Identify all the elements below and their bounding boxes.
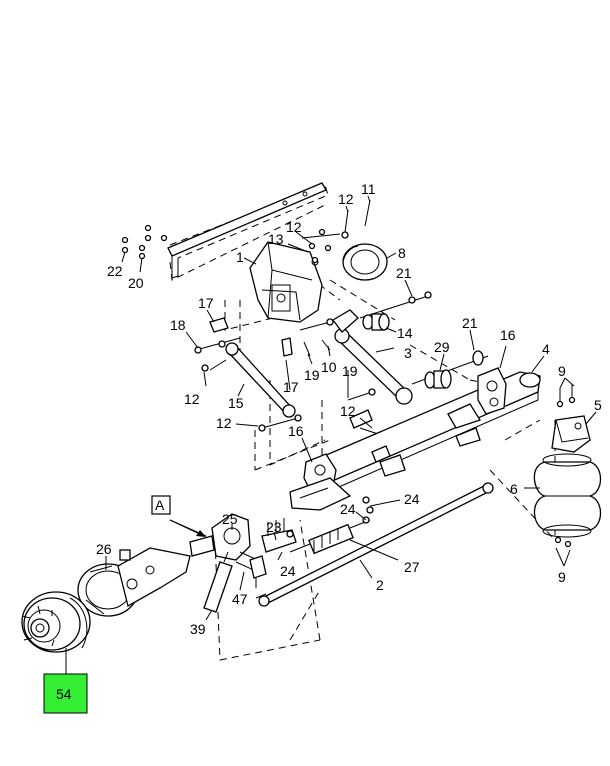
callout-47: 47 xyxy=(232,591,248,607)
view-a-arrow xyxy=(169,519,206,537)
svg-text:A: A xyxy=(155,497,165,513)
callout-9: 9 xyxy=(558,363,566,379)
frame-rail xyxy=(167,182,327,279)
bracket-17 xyxy=(209,317,293,357)
callout-4: 4 xyxy=(542,341,550,357)
callout-21: 21 xyxy=(396,265,412,281)
callout-12c: 12 xyxy=(184,391,200,407)
callout-labels: 11 12 13 1 8 22 20 21 17 18 14 10 19 3 1… xyxy=(96,181,602,637)
air-spring-upper xyxy=(342,243,397,281)
callout-14: 14 xyxy=(397,325,413,341)
callout-5: 5 xyxy=(594,397,602,413)
callout-20: 20 xyxy=(128,275,144,291)
hub-drum xyxy=(21,591,91,653)
callout-1: 1 xyxy=(236,249,244,265)
callout-23: 23 xyxy=(266,519,282,535)
tie-rod xyxy=(255,482,494,607)
callout-12: 12 xyxy=(338,191,354,207)
bolts-11-12-13 xyxy=(301,199,371,264)
callout-17: 17 xyxy=(198,295,214,311)
axle-hanger-right xyxy=(477,367,507,415)
leader-lines xyxy=(65,195,597,674)
callout-24c: 24 xyxy=(280,563,296,579)
callout-12b: 12 xyxy=(216,415,232,431)
shock-absorber xyxy=(203,551,233,613)
callout-9b: 9 xyxy=(558,569,566,585)
callout-21b: 21 xyxy=(462,315,478,331)
callout-29: 29 xyxy=(434,339,450,355)
torque-rod-lower xyxy=(201,342,296,418)
callout-54[interactable]: 54 xyxy=(56,686,72,702)
callout-17b: 17 xyxy=(283,379,299,395)
callout-6: 6 xyxy=(510,481,518,497)
axle-seat xyxy=(289,409,481,511)
callout-39: 39 xyxy=(190,621,206,637)
callout-12d: 12 xyxy=(340,403,356,419)
tie-rod-end-47 xyxy=(249,555,267,588)
bolt-21-upper xyxy=(359,291,432,319)
callout-3: 3 xyxy=(404,345,412,361)
bushing-29 xyxy=(411,350,489,389)
callout-19b: 19 xyxy=(342,363,358,379)
callout-13: 13 xyxy=(268,231,284,247)
bushing-14 xyxy=(362,313,390,331)
callout-8: 8 xyxy=(398,245,406,261)
callout-11: 11 xyxy=(361,181,376,197)
view-a-label: A xyxy=(151,495,171,515)
callout-22: 22 xyxy=(107,263,123,279)
callout-25: 25 xyxy=(222,511,238,527)
callout-27: 27 xyxy=(404,559,420,575)
bolt-set-22-20 xyxy=(121,224,168,273)
nuts-9 xyxy=(554,377,576,567)
callout-19: 19 xyxy=(304,367,320,383)
torque-rod-upper xyxy=(332,309,413,405)
air-spring-lower xyxy=(533,453,602,538)
brake-assembly xyxy=(77,547,191,617)
callout-24b: 24 xyxy=(340,501,356,517)
callout-16b: 16 xyxy=(288,423,304,439)
callout-2: 2 xyxy=(376,577,384,593)
callout-18: 18 xyxy=(170,317,186,333)
callout-24: 24 xyxy=(404,491,420,507)
bolt-18 xyxy=(194,337,241,354)
callout-54-highlight[interactable]: 54 xyxy=(43,673,88,714)
air-spring-bracket xyxy=(551,415,591,453)
callout-12e: 12 xyxy=(286,219,302,235)
callout-10: 10 xyxy=(321,359,337,375)
steering-arm xyxy=(261,518,297,553)
callout-26: 26 xyxy=(96,541,112,557)
callout-16: 16 xyxy=(500,327,516,343)
callout-15: 15 xyxy=(228,395,244,411)
hanger-bracket xyxy=(249,241,323,323)
